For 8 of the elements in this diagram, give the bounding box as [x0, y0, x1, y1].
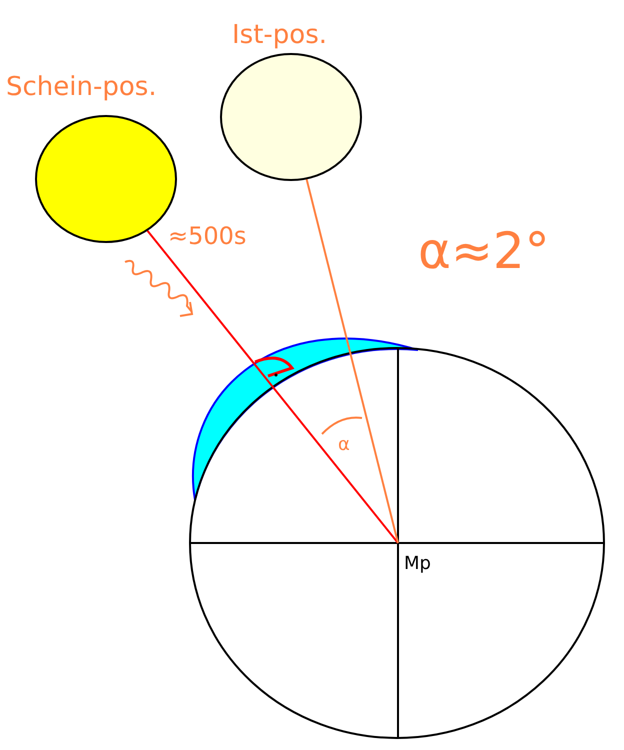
angle-label: α [338, 434, 350, 455]
angle-formula: α≈2° [418, 222, 550, 280]
light-ray [305, 178, 399, 544]
position-label: Schein-pos. [6, 72, 157, 102]
time-label: ≈500s [168, 222, 246, 250]
center-label: Mp [404, 553, 431, 574]
light-ray [146, 229, 399, 544]
position-label: Ist-pos. [232, 20, 328, 50]
